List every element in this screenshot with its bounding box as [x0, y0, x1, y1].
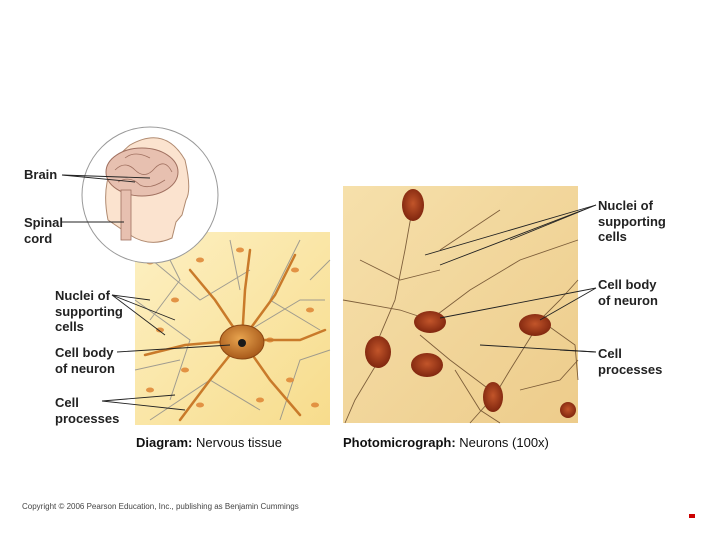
caption-photomicrograph: Photomicrograph: Neurons (100x) [343, 435, 549, 450]
label-spinal-cord: Spinal cord [24, 215, 64, 246]
label-nuclei-supporting-cells-left: Nuclei of supporting cells [55, 288, 123, 334]
label-cell-processes-left: Cell processes [55, 395, 120, 426]
label-brain: Brain [24, 167, 58, 182]
caption-diagram: Diagram: Nervous tissue [136, 435, 282, 450]
head-brain-illustration [81, 126, 219, 264]
leader-lines [61, 174, 597, 411]
nervous-tissue-diagram [134, 232, 331, 425]
label-cell-body-left: Cell body of neuron [55, 345, 115, 376]
slide-marker-icon [689, 514, 695, 518]
photomicrograph [342, 186, 579, 424]
label-nuclei-supporting-cells-right: Nuclei of supporting cells [598, 198, 666, 244]
label-cell-processes-right: Cell processes [598, 346, 663, 377]
copyright-notice: Copyright © 2006 Pearson Education, Inc.… [22, 502, 299, 511]
label-cell-body-right: Cell body of neuron [598, 277, 658, 308]
